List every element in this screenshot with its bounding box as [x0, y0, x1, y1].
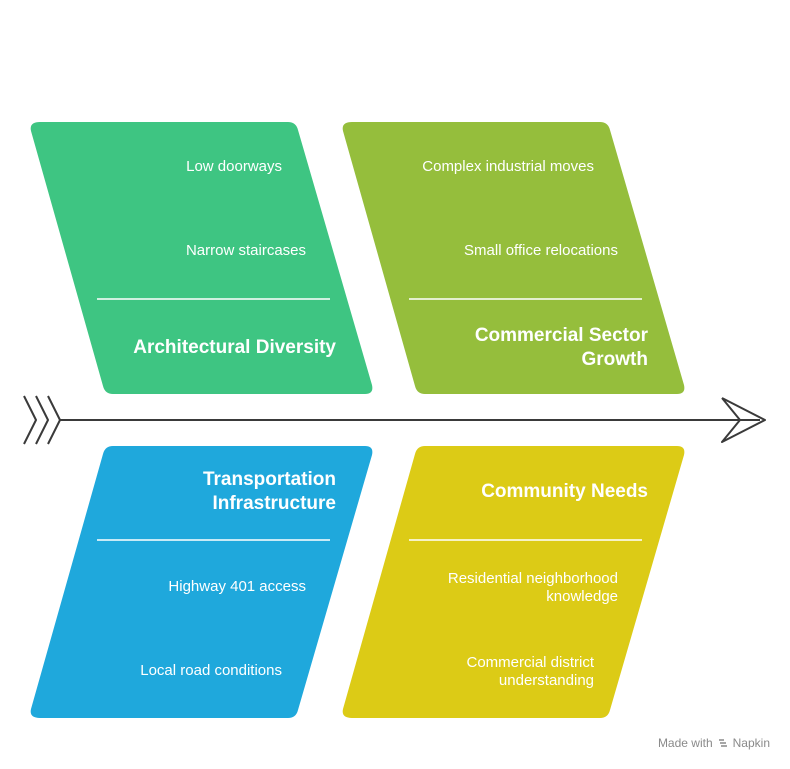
category-title-community: Community Needs — [481, 481, 648, 502]
watermark: Made with Napkin — [658, 736, 770, 750]
spine-arrowhead-icon — [721, 397, 766, 443]
cause-local-road-conditions: Local road conditions — [140, 662, 282, 679]
cause-commercial-district-understanding: Commercial district understanding — [466, 654, 594, 689]
spine-tail-icon — [23, 395, 61, 445]
napkin-logo-icon — [718, 739, 727, 747]
watermark-brand: Napkin — [732, 736, 770, 750]
community-needs-panel — [342, 446, 685, 718]
category-title-commercial: Commercial Sector Growth — [474, 325, 648, 370]
cause-small-office-relocations: Small office relocations — [464, 242, 618, 259]
cause-narrow-staircases: Narrow staircases — [185, 242, 306, 259]
category-title-transportation: Transportation Infrastructure — [202, 469, 336, 514]
transportation-infrastructure-panel — [30, 446, 373, 718]
cause-highway-401-access: Highway 401 access — [168, 578, 306, 595]
cause-residential-neighborhood-knowledge: Residential neighborhood knowledge — [447, 570, 618, 605]
commercial-sector-panel — [342, 122, 685, 394]
cause-low-doorways: Low doorways — [186, 158, 282, 175]
watermark-prefix: Made with — [657, 736, 713, 750]
architectural-diversity-panel — [30, 122, 373, 394]
cause-complex-industrial-moves: Complex industrial moves — [422, 158, 594, 175]
category-title-architectural: Architectural Diversity — [133, 337, 336, 358]
